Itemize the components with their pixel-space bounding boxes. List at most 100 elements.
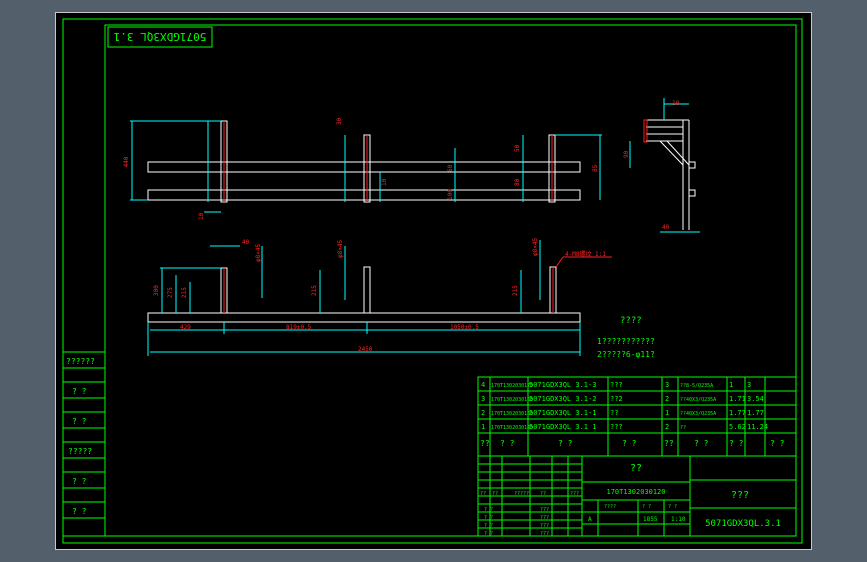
svg-text:??40X3/Q235A: ??40X3/Q235A xyxy=(680,411,716,417)
parts-row: 4 170T1302030170 5071GDX3QL 3.1-3 ??? 3 … xyxy=(481,381,751,389)
sign-row: ? ? xyxy=(484,507,493,513)
dim-post3: φ8×45 xyxy=(532,238,539,256)
sign-row: ? ? xyxy=(484,531,493,537)
dim-plan-h2: 275 xyxy=(167,287,174,298)
dim-rail-h-a: 60 xyxy=(447,164,454,172)
parts-row: 1 170T1302030140 5071GDX3QL 3.1 1 ??? 2 … xyxy=(481,423,768,431)
title-code-text: 5071GDX3QL 3.1 xyxy=(114,30,207,43)
svg-text:3: 3 xyxy=(481,395,485,403)
parts-list-table: 4 170T1302030170 5071GDX3QL 3.1-3 ??? 3 … xyxy=(477,376,797,457)
svg-text:???: ??? xyxy=(610,423,623,431)
inner-border xyxy=(104,24,797,537)
side-brace xyxy=(666,140,690,166)
dim-total: 2450 xyxy=(358,346,373,353)
sign-header: ?? xyxy=(492,491,498,497)
dim-side-base: 40 xyxy=(662,224,670,231)
side-clip xyxy=(688,161,696,169)
sidebar-label: ?????? xyxy=(66,357,95,366)
unit-name: ??? xyxy=(731,490,749,501)
dim-right-b: 80 xyxy=(514,178,521,186)
svg-text:??8-5/Q235A: ??8-5/Q235A xyxy=(680,383,713,389)
dim-right-c: 85 xyxy=(592,164,599,172)
hole-note: 4-M8螺纹 1:1 xyxy=(565,250,606,258)
sidebar-label: ? ? xyxy=(72,507,87,516)
parts-header-row: ?? ? ? ? ? ? ? ?? ? ? ? ? ? ? xyxy=(480,439,785,448)
svg-text:1: 1 xyxy=(481,423,485,431)
sign-header: ?? xyxy=(480,491,486,497)
sidebar-blocks: ?????? ? ? ? ? ????? ? ? ? ? xyxy=(62,351,106,537)
svg-text:???: ??? xyxy=(610,381,623,389)
stage-header: ? ? xyxy=(642,504,651,510)
svg-text:5071GDX3QL 3.1 1: 5071GDX3QL 3.1 1 xyxy=(529,423,596,431)
svg-text:1.77: 1.77 xyxy=(729,409,746,417)
sheet-a: 1855 xyxy=(643,516,658,523)
sign-header: ?? xyxy=(540,491,546,497)
sign-col: ??? xyxy=(540,515,549,521)
side-clip xyxy=(688,189,696,197)
svg-text:? ?: ? ? xyxy=(500,439,515,448)
svg-text:170T1302030150: 170T1302030150 xyxy=(491,411,533,417)
svg-text:? ?: ? ? xyxy=(622,439,637,448)
sheet-background xyxy=(56,13,811,549)
svg-text:? ?: ? ? xyxy=(558,439,573,448)
side-brace xyxy=(659,140,684,166)
notes-line-2: 2?????6-φ11? xyxy=(597,350,655,359)
dim-seg2: 819±0.5 xyxy=(286,324,312,331)
svg-text:??: ?? xyxy=(680,425,686,431)
dim-plan-h1: 300 xyxy=(153,285,160,296)
sheet-b: 1:10 xyxy=(671,516,686,523)
title-block: ?? ?? ????? ?? ??? ? ? ? ? ? ? ? ? ??? ?… xyxy=(477,455,797,537)
plan-post-middle xyxy=(363,266,371,314)
sign-col: ??? xyxy=(540,531,549,537)
dim-rail-off: 10 xyxy=(381,178,388,186)
sign-col: ??? xyxy=(540,507,549,513)
parts-row: 3 170T1302030160 5071GDX3QL 3.1-2 ??2 2 … xyxy=(481,395,764,403)
sidebar-label: ? ? xyxy=(72,387,87,396)
svg-text:? ?: ? ? xyxy=(729,439,744,448)
drawing-number: 5071GDX3QL.3.1 xyxy=(705,519,781,529)
stage-header: ???? xyxy=(604,504,616,510)
dim-rail-h-b: 100 xyxy=(447,189,454,200)
title-code-box xyxy=(107,26,213,48)
dim-side-top: 10 xyxy=(672,100,680,107)
dim-front-height: 440 xyxy=(123,156,130,167)
svg-text:??2: ??2 xyxy=(610,395,623,403)
svg-text:5071GDX3QL 3.1-3: 5071GDX3QL 3.1-3 xyxy=(529,381,596,389)
svg-text:3.54: 3.54 xyxy=(747,395,764,403)
leader-line xyxy=(555,256,564,268)
stage-header: ? ? xyxy=(668,504,677,510)
svg-text:? ?: ? ? xyxy=(770,439,785,448)
dim-post1: φ8×45 xyxy=(255,244,262,262)
svg-text:170T1302030170: 170T1302030170 xyxy=(491,383,533,389)
sign-row: ? ? xyxy=(484,523,493,529)
dim-post2: φ8×45 xyxy=(337,240,344,258)
dim-seg1: 429 xyxy=(180,324,191,331)
svg-text:? ?: ? ? xyxy=(694,439,709,448)
notes-heading: ???? xyxy=(620,316,642,326)
sidebar-label: ????? xyxy=(68,447,92,456)
scale-mark: A xyxy=(588,516,592,523)
svg-text:??: ?? xyxy=(664,439,674,448)
plan-view[interactable]: 4-M8螺纹 1:1 300 275 215 40 φ8×45 215 φ8×4… xyxy=(147,238,612,356)
dim-plan-mid: 215 xyxy=(311,285,318,296)
side-view[interactable]: 10 90 40 xyxy=(623,98,700,233)
svg-text:3: 3 xyxy=(747,381,751,389)
side-weld xyxy=(643,119,648,143)
svg-text:170T1302030160: 170T1302030160 xyxy=(491,397,533,403)
svg-text:2: 2 xyxy=(481,409,485,417)
svg-text:1.71: 1.71 xyxy=(729,395,746,403)
front-view[interactable]: 440 10 30 10 60 100 50 80 85 xyxy=(123,117,602,220)
svg-text:5071GDX3QL 3.1-1: 5071GDX3QL 3.1-1 xyxy=(529,409,596,417)
dim-plan-right: 215 xyxy=(512,285,519,296)
svg-text:1.77: 1.77 xyxy=(747,409,764,417)
sign-header: ??? xyxy=(570,491,579,497)
svg-text:2: 2 xyxy=(665,395,669,403)
parts-row: 2 170T1302030150 5071GDX3QL 3.1-1 ?? 1 ?… xyxy=(481,409,764,417)
dim-seg3: 1050±0.5 xyxy=(450,324,479,331)
svg-text:??: ?? xyxy=(610,409,618,417)
dim-side-height: 90 xyxy=(623,150,630,158)
sign-col: ??? xyxy=(540,523,549,529)
svg-text:5071GDX3QL 3.1-2: 5071GDX3QL 3.1-2 xyxy=(529,395,596,403)
